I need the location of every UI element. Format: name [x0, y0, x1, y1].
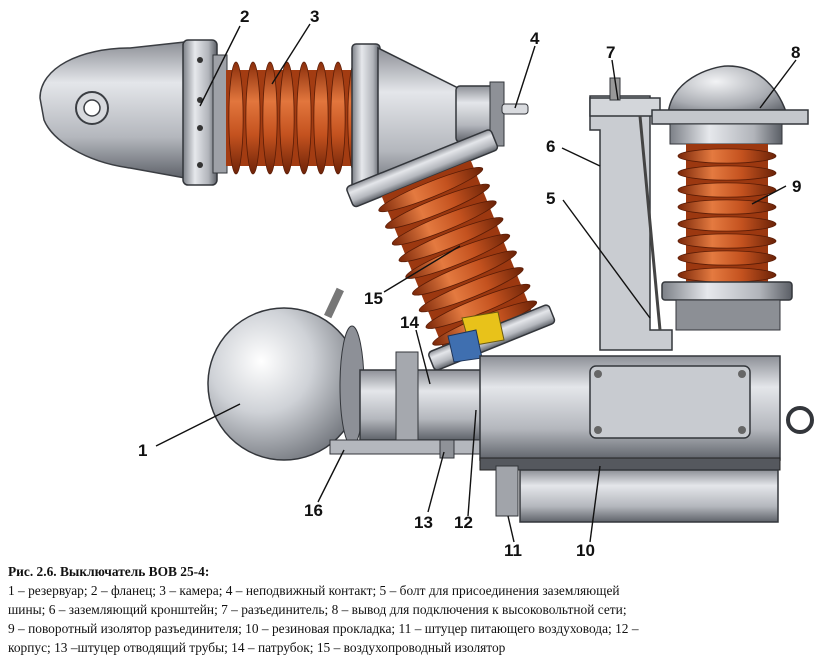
insulator-shed: [385, 183, 490, 229]
insulator-shed: [677, 233, 777, 249]
caption-title: Рис. 2.6. Выключатель ВОВ 25-4:: [8, 564, 210, 579]
callout-4: 4: [530, 29, 540, 48]
hv-terminal: [651, 109, 809, 125]
disconnector: [589, 65, 809, 351]
insulator-shed: [228, 61, 244, 175]
insulator-shed: [412, 250, 517, 296]
callout-10: 10: [576, 541, 595, 560]
callout-16: 16: [304, 501, 323, 520]
callout-6: 6: [546, 137, 555, 156]
callout-3: 3: [310, 7, 319, 26]
insulator-shed: [398, 217, 504, 263]
camera-insulator: [226, 61, 363, 175]
body-housing: [439, 355, 814, 523]
insulator-shed: [296, 61, 312, 175]
supply-fitting: [495, 465, 519, 517]
figure-caption: Рис. 2.6. Выключатель ВОВ 25-4: 1 – резе…: [8, 562, 834, 657]
insulator-shed: [391, 200, 497, 246]
breaker-diagram: 2 3 4 7 8 6 9 5 15 14 1 16 13 12 11 10: [39, 7, 814, 560]
support-frame: [329, 439, 501, 455]
caption-line: 9 – поворотный изолятор разъединителя; 1…: [8, 621, 639, 636]
grounding-bracket: [589, 95, 673, 351]
camera-assembly: [39, 39, 529, 196]
leader-lines: [155, 23, 797, 543]
rubber-gasket: [479, 457, 781, 471]
disconnector-plate: [589, 97, 661, 117]
pipe-branch: [359, 369, 486, 441]
reservoir: [207, 287, 365, 461]
reservoir-sphere: [207, 307, 361, 461]
insulator-shed: [677, 182, 777, 198]
camera-end-cap: [39, 41, 186, 179]
insulator-shed: [677, 165, 777, 181]
insulator-shed: [677, 199, 777, 215]
insulator-shed: [677, 148, 777, 164]
terminal-dome: [667, 65, 789, 119]
insulator-shed: [279, 61, 295, 175]
insulator-shed: [330, 61, 346, 175]
insulator-shed: [425, 283, 531, 329]
insulator-shed: [677, 216, 777, 232]
blue-block: [447, 329, 483, 363]
caption-line: 1 – резервуар; 2 – фланец; 3 – камера; 4…: [8, 583, 620, 598]
callout-8: 8: [791, 43, 800, 62]
insulator-shed: [245, 61, 261, 175]
access-panel: [589, 365, 751, 439]
caption-line: шины; 6 – заземляющий кронштейн; 7 – раз…: [8, 602, 627, 617]
outlet-fitting: [439, 439, 455, 459]
insulator-shed: [262, 61, 278, 175]
callout-13: 13: [414, 513, 433, 532]
callout-14: 14: [400, 313, 419, 332]
insulator-shed: [378, 167, 484, 213]
callout-12: 12: [454, 513, 473, 532]
insulator-shed: [677, 267, 777, 283]
callout-5: 5: [546, 189, 555, 208]
insulator-shed: [677, 250, 777, 266]
insulator-shed: [418, 267, 524, 313]
insulator-shed: [313, 61, 329, 175]
callout-2: 2: [240, 7, 249, 26]
callout-9: 9: [792, 177, 801, 196]
callout-15: 15: [364, 289, 383, 308]
callout-1: 1: [138, 441, 147, 460]
callout-11: 11: [504, 541, 522, 560]
fixed-contact: [501, 103, 529, 115]
caption-line: корпус; 13 –штуцер отводящий трубы; 14 –…: [8, 640, 506, 655]
callout-7: 7: [606, 43, 615, 62]
